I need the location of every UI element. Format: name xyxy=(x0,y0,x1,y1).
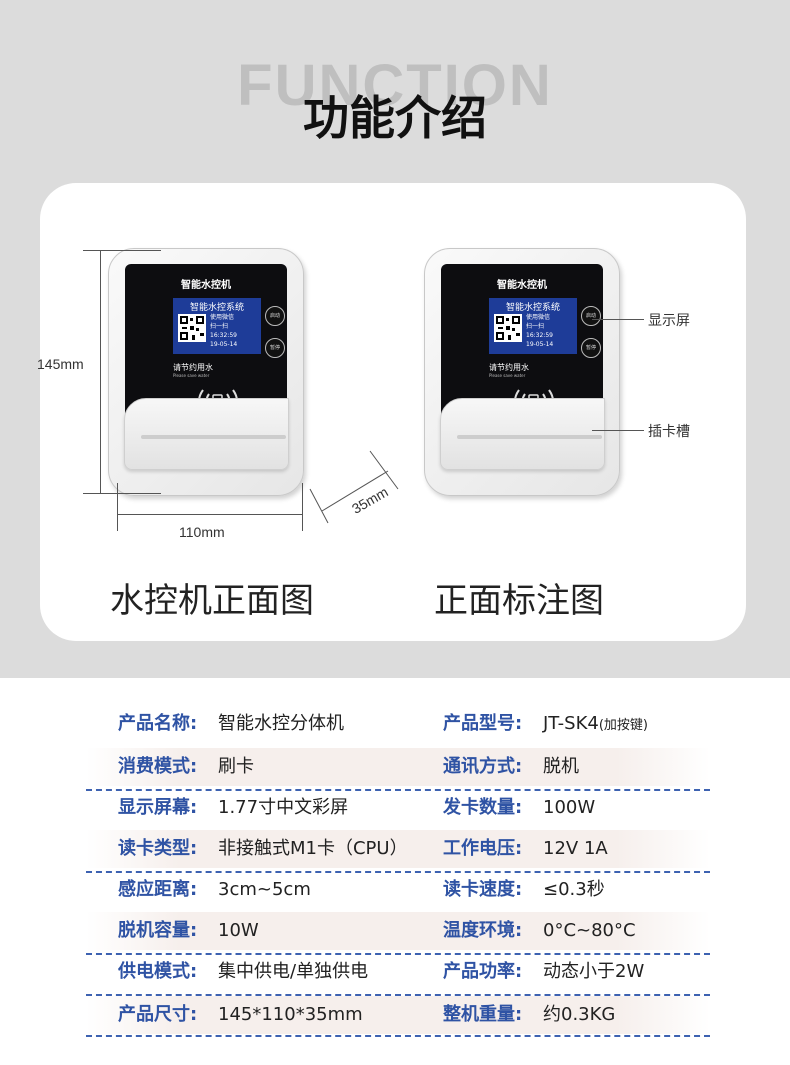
spec-key: 产品功率: xyxy=(443,961,523,982)
spec-value: 集中供电/单独供电 xyxy=(218,961,369,982)
start-button: 启动 xyxy=(581,306,601,326)
spec-key: 供电模式: xyxy=(118,961,198,982)
card-slot-mouth xyxy=(457,435,602,439)
spec-key: 通讯方式: xyxy=(443,756,523,777)
spec-value: 非接触式M1卡（CPU） xyxy=(218,838,408,859)
spec-key: 脱机容量: xyxy=(118,920,198,941)
front-device-image: 智能水控机 智能水控系统 使用微信 xyxy=(108,248,304,496)
device-panel-title: 智能水控机 xyxy=(181,280,231,291)
row-separator xyxy=(86,871,710,873)
spec-value: 脱机 xyxy=(543,756,579,777)
screen-line: 扫一扫 xyxy=(210,323,229,330)
spec-row: 显示屏幕: 1.77寸中文彩屏 发卡数量: 100W xyxy=(86,789,710,827)
save-water-text: 请节约用水 Please save water xyxy=(173,362,213,378)
spec-value: 100W xyxy=(543,797,596,818)
top-section: FUNCTION 功能介绍 智能水控机 智能水控系统 xyxy=(0,0,790,678)
row-separator xyxy=(86,953,710,955)
spec-key: 消费模式: xyxy=(118,756,198,777)
spec-value: 0°C~80°C xyxy=(543,920,636,941)
spec-value: 智能水控分体机 xyxy=(218,713,344,734)
spec-value: JT-SK4(加按键) xyxy=(543,705,648,743)
slot-callout-line xyxy=(592,430,644,431)
height-dim-line xyxy=(100,250,101,493)
slot-callout: 插卡槽 xyxy=(648,424,690,440)
spec-value-main: JT-SK4 xyxy=(543,713,599,734)
spec-key: 产品型号: xyxy=(443,713,523,734)
height-dim-top xyxy=(83,250,161,251)
save-water-text: 请节约用水 Please save water xyxy=(489,362,529,378)
tap-subtext: Please save water xyxy=(489,373,526,378)
screen-line: 扫一扫 xyxy=(526,323,545,330)
qr-code-icon xyxy=(178,314,206,342)
screen-line: 16:32:59 xyxy=(210,332,237,339)
display-callout-line xyxy=(592,319,644,320)
spec-key: 显示屏幕: xyxy=(118,797,198,818)
height-label: 145mm xyxy=(37,356,84,372)
spec-value: 1.77寸中文彩屏 xyxy=(218,797,349,818)
spec-row: 产品尺寸: 145*110*35mm 整机重量: 约0.3KG xyxy=(86,996,710,1034)
screen-line: 使用微信 xyxy=(526,314,551,321)
spec-value: 3cm~5cm xyxy=(218,879,311,900)
screen-line: 使用微信 xyxy=(210,314,235,321)
width-dim-left xyxy=(117,483,118,531)
screen-title: 智能水控系统 xyxy=(505,303,560,313)
width-dim-line xyxy=(117,514,303,515)
spec-row: 脱机容量: 10W 温度环境: 0°C~80°C xyxy=(86,912,710,950)
spec-value: 刷卡 xyxy=(218,756,254,777)
spec-value: 10W xyxy=(218,920,259,941)
device-screen: 智能水控系统 使用微信 扫一扫 xyxy=(173,298,261,354)
spec-key: 温度环境: xyxy=(443,920,523,941)
spec-value: ≤0.3秒 xyxy=(543,879,605,900)
start-button: 启动 xyxy=(265,306,285,326)
product-card: 智能水控机 智能水控系统 使用微信 xyxy=(37,183,746,641)
card-slot xyxy=(440,398,605,470)
tap-text: 请节约用水 xyxy=(489,363,529,372)
tap-text: 请节约用水 xyxy=(173,363,213,372)
spec-key: 读卡速度: xyxy=(443,879,523,900)
spec-row: 供电模式: 集中供电/单独供电 产品功率: 动态小于2W xyxy=(86,953,710,991)
spec-row: 消费模式: 刷卡 通讯方式: 脱机 xyxy=(86,748,710,786)
spec-value: 12V 1A xyxy=(543,838,608,859)
screen-line: 19-05-14 xyxy=(526,341,554,348)
card-slot xyxy=(124,398,289,470)
pause-button: 暂停 xyxy=(265,338,285,358)
width-dim-right xyxy=(302,483,303,531)
spec-value: 145*110*35mm xyxy=(218,1004,363,1025)
row-separator xyxy=(86,789,710,791)
row-separator xyxy=(86,1035,710,1037)
width-label: 110mm xyxy=(179,524,225,540)
screen-title: 智能水控系统 xyxy=(189,303,244,313)
card-slot-mouth xyxy=(141,435,286,439)
device-screen: 智能水控系统 使用微信 扫一扫 xyxy=(489,298,577,354)
tap-subtext: Please save water xyxy=(173,373,210,378)
spec-value: 约0.3KG xyxy=(543,1004,616,1025)
annotated-view-caption: 正面标注图 xyxy=(434,581,604,621)
spec-key: 发卡数量: xyxy=(443,797,523,818)
front-view-caption: 水控机正面图 xyxy=(110,581,314,621)
spec-row: 读卡类型: 非接触式M1卡（CPU） 工作电压: 12V 1A xyxy=(86,830,710,868)
spec-row: 感应距离: 3cm~5cm 读卡速度: ≤0.3秒 xyxy=(86,871,710,909)
device-panel-title: 智能水控机 xyxy=(497,280,547,291)
spec-key: 读卡类型: xyxy=(118,838,198,859)
height-dim-bottom xyxy=(83,493,161,494)
background-word: FUNCTION xyxy=(237,53,553,118)
screen-line: 19-05-14 xyxy=(210,341,238,348)
annotated-device-image: 智能水控机 智能水控系统 使用微信 xyxy=(424,248,620,496)
spec-value: 动态小于2W xyxy=(543,961,645,982)
spec-key: 产品尺寸: xyxy=(118,1004,198,1025)
spec-key: 产品名称: xyxy=(118,713,198,734)
spec-key: 感应距离: xyxy=(118,879,198,900)
spec-row: 产品名称: 智能水控分体机 产品型号: JT-SK4(加按键) xyxy=(86,705,710,743)
spec-key: 工作电压: xyxy=(443,838,523,859)
page-title: 功能介绍 xyxy=(303,91,487,145)
pause-button: 暂停 xyxy=(581,338,601,358)
display-callout: 显示屏 xyxy=(648,313,690,329)
spec-key: 整机重量: xyxy=(443,1004,523,1025)
screen-line: 16:32:59 xyxy=(526,332,553,339)
qr-code-icon xyxy=(494,314,522,342)
spec-value-note: (加按键) xyxy=(598,718,648,733)
depth-dimension xyxy=(309,450,399,524)
row-separator xyxy=(86,994,710,996)
